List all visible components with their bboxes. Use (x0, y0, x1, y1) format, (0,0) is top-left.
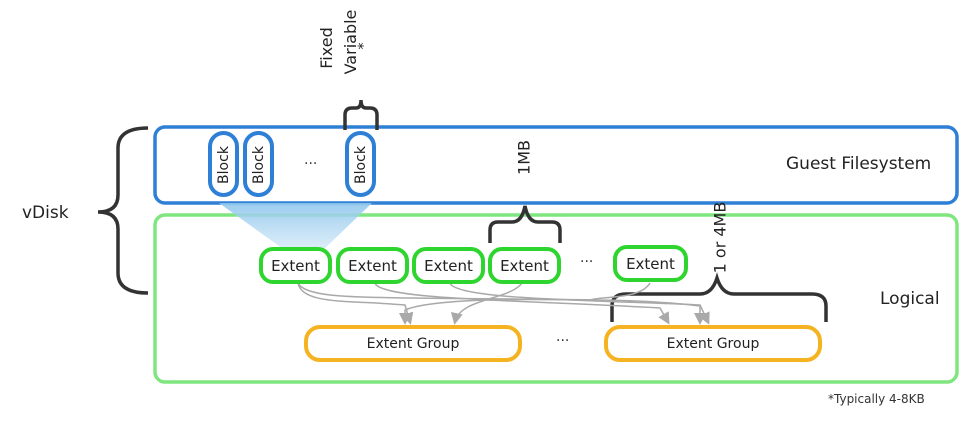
vdisk-label: vDisk (22, 203, 69, 223)
block-size-brace (343, 99, 379, 130)
block-label: Block (251, 146, 267, 184)
block-size-footnote-marker: * (356, 42, 372, 50)
extent-label: Extent (424, 256, 473, 275)
extent-box-2: Extent (336, 247, 409, 284)
block-label: Block (216, 146, 232, 184)
extent-label: Extent (271, 256, 320, 275)
extent-box-4: Extent (488, 247, 561, 284)
extent-group-ellipsis: ... (556, 329, 570, 345)
extent-label: Extent (500, 256, 549, 275)
extent-box-5: Extent (613, 245, 688, 282)
extent-size-brace (488, 205, 562, 243)
block-to-extent-fan (219, 203, 372, 251)
block-box-3: Block (345, 131, 376, 197)
vdisk-brace (97, 126, 149, 295)
guest-filesystem-label: Guest Filesystem (786, 154, 932, 174)
extent-label: Extent (348, 256, 397, 275)
extent-group-label: Extent Group (666, 335, 760, 352)
block-size-fixed: Fixed (317, 27, 336, 69)
logical-label: Logical (880, 289, 940, 309)
footnote: *Typically 4-8KB (828, 392, 925, 406)
extent-group-label: Extent Group (366, 335, 460, 352)
extent-box-3: Extent (412, 247, 485, 284)
block-box-1: Block (208, 131, 239, 197)
extent-group-size-brace (610, 272, 828, 322)
extent-group-size-label: 1 or 4MB (710, 201, 730, 274)
extent-group-box-2: Extent Group (604, 325, 822, 362)
block-label: Block (353, 146, 369, 184)
extent-label: Extent (626, 254, 675, 273)
extent-size-label: 1MB (514, 140, 534, 175)
extent-box-1: Extent (259, 247, 332, 284)
block-ellipsis: ... (304, 152, 318, 168)
block-box-2: Block (243, 131, 274, 197)
extent-ellipsis: ... (580, 250, 594, 266)
extent-group-box-1: Extent Group (304, 325, 522, 362)
extent-mapping-arrows (297, 282, 710, 325)
